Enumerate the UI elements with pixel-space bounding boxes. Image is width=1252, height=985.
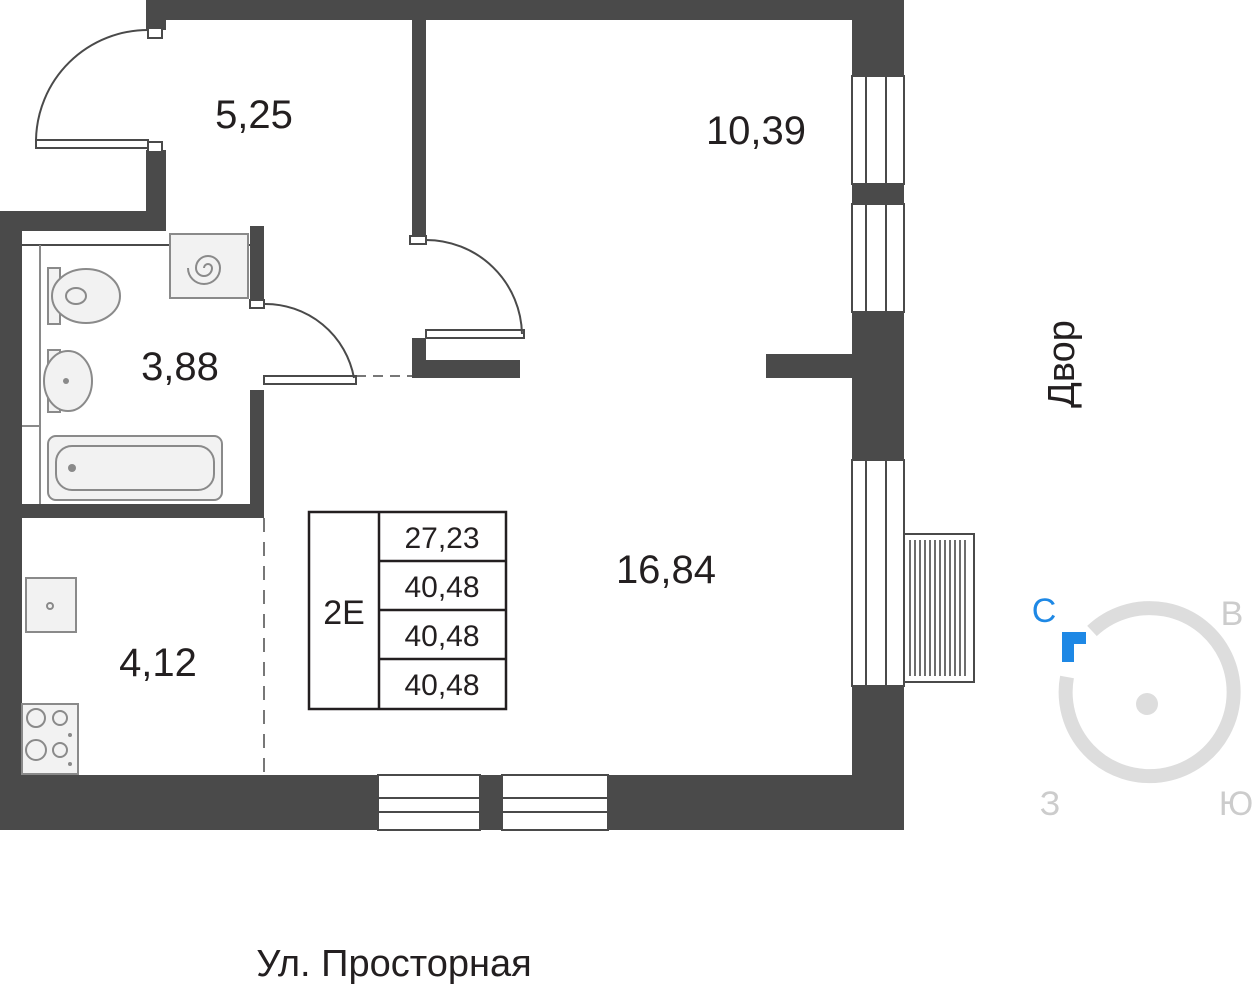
window-bedroom-lower	[851, 203, 905, 313]
bathroom-door-swing	[263, 302, 355, 379]
bathroom-door-leaf	[263, 375, 357, 385]
bedroom-door-swing	[425, 239, 523, 335]
compass-south-letter: Ю	[1219, 785, 1252, 823]
street-label: Ул. Просторная	[256, 943, 531, 985]
walls	[0, 0, 904, 830]
bedroom-door-leaf	[425, 329, 525, 339]
room-area-bedroom: 10,39	[706, 109, 806, 153]
window-bedroom-upper	[851, 75, 905, 185]
area-value-2: 40,48	[404, 571, 479, 604]
area-value-4: 40,48	[404, 669, 479, 702]
room-area-hall: 5,25	[215, 93, 293, 137]
yard-label: Двор	[1041, 320, 1083, 408]
room-area-living: 16,84	[616, 548, 716, 592]
stove-icon	[21, 703, 79, 775]
washing-machine-icon	[169, 233, 249, 299]
room-area-kitchen: 4,12	[119, 641, 197, 685]
window-living-bottom-left	[377, 774, 481, 831]
apartment-info-table: 2Е 27,23 40,48 40,48 40,48	[307, 510, 508, 711]
compass-north-letter: С	[1032, 592, 1057, 630]
compass-north-marker	[1062, 632, 1086, 662]
bathtub-icon	[47, 435, 223, 501]
window-living-right	[851, 459, 905, 687]
compass: С В Ю З	[1032, 592, 1252, 823]
compass-east-letter: В	[1221, 595, 1244, 633]
entrance-door-swing	[35, 29, 149, 141]
window-living-bottom-right	[501, 774, 609, 831]
kitchen-sink-icon	[25, 577, 77, 633]
apartment-type: 2Е	[323, 594, 365, 632]
area-value-3: 40,48	[404, 620, 479, 653]
windows	[377, 75, 905, 831]
doors	[35, 27, 525, 775]
kitchen-fixtures	[21, 577, 79, 775]
compass-ring	[1058, 601, 1241, 784]
compass-center-dot	[1136, 693, 1158, 715]
entrance-door-leaf	[35, 139, 149, 149]
balcony	[903, 533, 975, 683]
room-area-bathroom: 3,88	[141, 345, 219, 389]
bathroom-fixtures	[22, 233, 250, 504]
compass-west-letter: З	[1040, 785, 1061, 823]
area-value-1: 27,23	[404, 522, 479, 555]
